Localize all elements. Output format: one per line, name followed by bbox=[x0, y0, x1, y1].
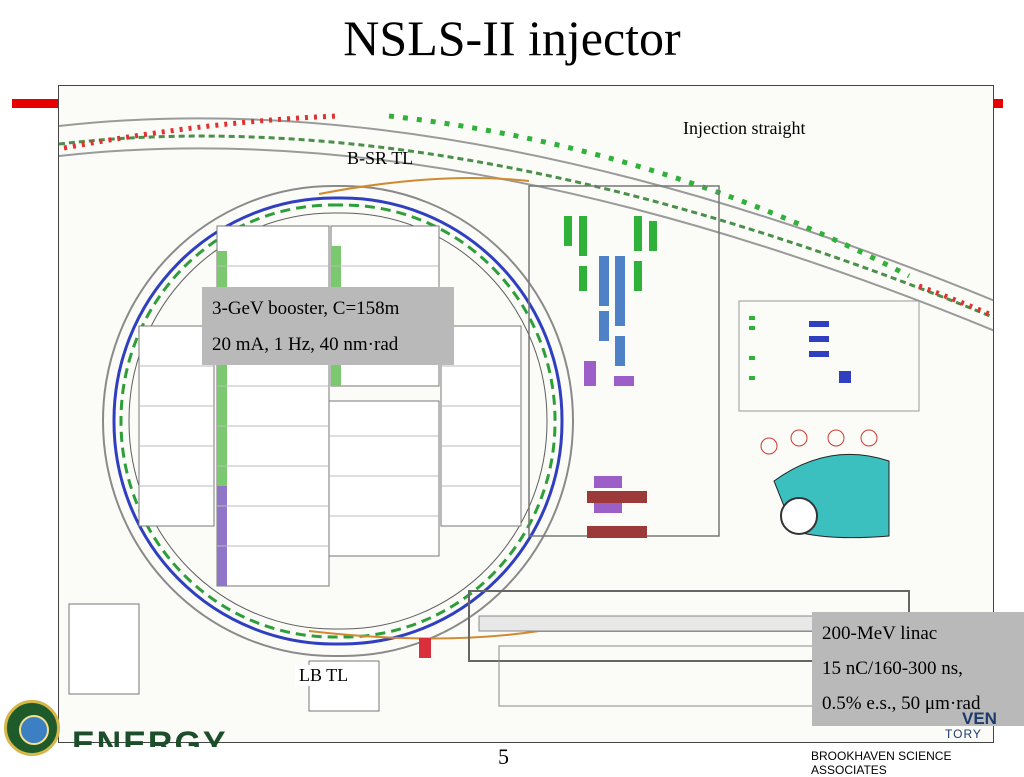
drawing-sheet-index bbox=[68, 603, 140, 695]
cross-section-callouts bbox=[760, 429, 878, 455]
storage-ring-tunnel-inner bbox=[59, 147, 993, 332]
element-table-1 bbox=[216, 225, 330, 587]
linac-info-box: 200-MeV linac 15 nC/160-300 ns, 0.5% e.s… bbox=[812, 612, 1024, 726]
element-table-3 bbox=[328, 400, 440, 557]
linac-red-component bbox=[419, 638, 431, 658]
element-legend bbox=[738, 300, 920, 412]
linac-info-line-3: 0.5% e.s., 50 μm·rad bbox=[822, 693, 981, 714]
injection-straight-label: Injection straight bbox=[683, 118, 806, 138]
lab-logo-fragment-1: VEN bbox=[962, 709, 997, 728]
booster-info-line-1: 3-GeV booster, C=158m bbox=[212, 298, 400, 319]
injector-layout-svg bbox=[59, 113, 993, 712]
element-table-5 bbox=[440, 325, 522, 527]
bsr-transfer-line bbox=[318, 177, 530, 195]
booster-ring-inner bbox=[128, 212, 548, 630]
storage-ring-magnets-red-2 bbox=[918, 283, 990, 317]
power-supplies-maroon bbox=[587, 491, 647, 538]
power-supplies-purple bbox=[584, 361, 634, 513]
lab-logo-fragment-2: TORY bbox=[945, 727, 982, 741]
footer-text: BROOKHAVEN SCIENCE ASSOCIATES bbox=[811, 749, 952, 777]
power-supplies-blue bbox=[599, 256, 625, 366]
booster-ring-outer bbox=[112, 196, 564, 646]
booster-info-box: 3-GeV booster, C=158m 20 mA, 1 Hz, 40 nm… bbox=[202, 287, 454, 365]
element-table-1-colored-column-2 bbox=[217, 486, 227, 586]
legend-swatches-blue bbox=[809, 321, 851, 383]
booster-ring-tunnel bbox=[102, 185, 574, 657]
lb-tl-label: LB TL bbox=[295, 665, 353, 686]
slide-title: NSLS-II injector bbox=[343, 10, 681, 66]
lb-transfer-line bbox=[308, 630, 959, 640]
element-table-4 bbox=[138, 325, 215, 527]
element-table-1-colored-column bbox=[217, 251, 227, 586]
doe-seal-logo bbox=[4, 700, 60, 756]
injector-layout-drawing: Injection straight B-SR TL LB TL bbox=[58, 85, 994, 743]
cross-section-shielding bbox=[780, 497, 818, 535]
storage-ring-magnets-red bbox=[63, 113, 340, 151]
legend-swatches bbox=[749, 316, 755, 380]
storage-ring-tunnel-outer bbox=[59, 117, 993, 302]
linac-info-line-2: 15 nC/160-300 ns, bbox=[822, 658, 963, 679]
bsr-tl-label: B-SR TL bbox=[347, 148, 414, 168]
linac-info-line-1: 200-MeV linac bbox=[822, 623, 938, 644]
power-supplies-green bbox=[564, 216, 657, 291]
energy-logo: ENERGY bbox=[72, 727, 228, 747]
storage-ring-beamline bbox=[59, 134, 993, 319]
storage-ring-magnets-green bbox=[388, 113, 911, 279]
page-number: 5 bbox=[498, 744, 509, 769]
title-accent-bar-left bbox=[12, 99, 72, 108]
booster-info-line-2: 20 mA, 1 Hz, 40 nm·rad bbox=[212, 334, 399, 355]
booster-ring-magnets bbox=[119, 203, 557, 639]
